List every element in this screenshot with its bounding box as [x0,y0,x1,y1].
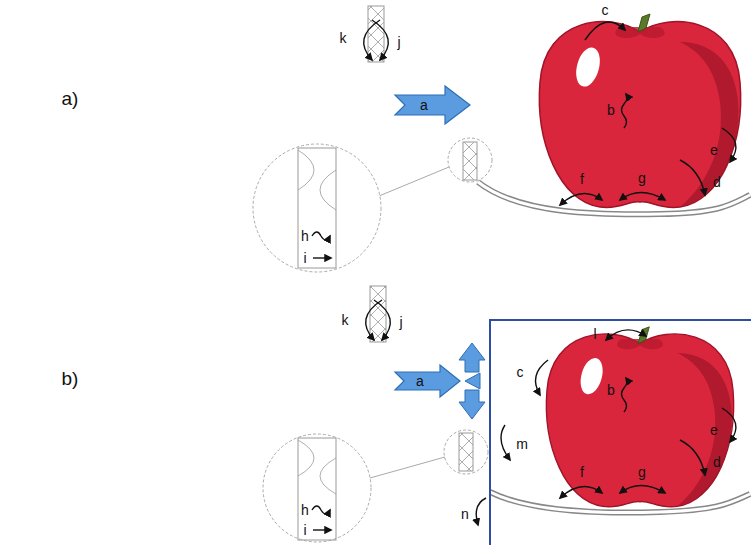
callout-letter: k [340,31,347,45]
callout-letter: i [303,251,306,265]
callout-letter: l [593,327,596,341]
callout-letter: f [580,465,584,479]
callout-letter: a [416,374,424,388]
callout-letter: m [516,437,528,451]
panel-label: a) [62,89,79,108]
callout-letter: b [607,103,615,117]
callout-letter: d [713,175,721,189]
callout-letter: b [607,383,615,397]
callout-letter: h [301,229,309,243]
callout-letter: g [638,465,646,479]
callout-letter: e [710,423,718,437]
callout-letter: c [517,365,524,379]
callout-letter: f [580,172,584,186]
callout-letter: a [420,98,428,112]
callout-letter: j [399,315,402,329]
callout-letter: c [602,3,609,17]
callout-letter: j [397,35,400,49]
callout-letter: e [710,143,718,157]
callout-letter: h [301,503,309,517]
callout-letter: n [461,507,469,521]
callout-letter: d [713,455,721,469]
callout-letter: i [303,523,306,537]
callout-letter: g [638,171,646,185]
callout-letter: k [342,313,349,327]
panel-label: b) [62,369,79,388]
